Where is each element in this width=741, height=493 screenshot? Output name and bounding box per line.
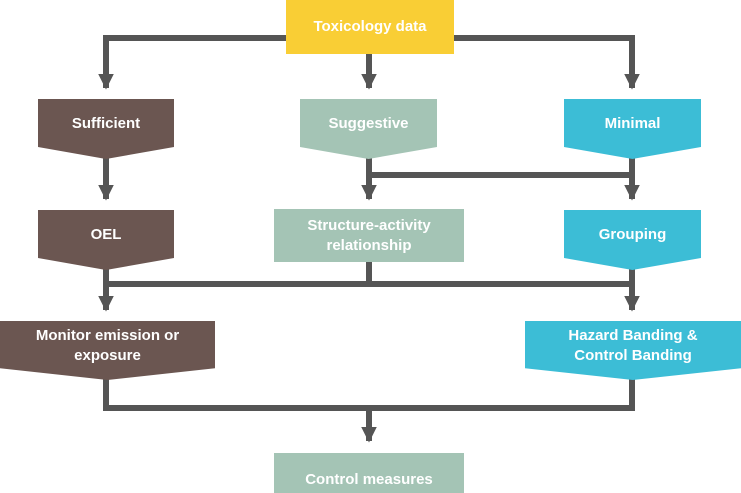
node-oel: OEL: [38, 210, 174, 270]
node-structure-activity-label: Structure-activity relationship: [307, 216, 431, 254]
node-minimal: Minimal: [564, 99, 701, 159]
connector-root-minimal: [454, 35, 640, 90]
node-grouping: Grouping: [564, 210, 701, 270]
node-control-measures-label: Control measures: [305, 471, 433, 488]
node-monitor-emission-or-exposure: Monitor emission or exposure: [0, 321, 215, 380]
node-grouping-label: Grouping: [598, 226, 667, 243]
node-hazard-label: Hazard Banding & Control Banding: [568, 326, 698, 364]
root-node-label: Toxicology data: [313, 18, 427, 35]
root-node-toxicology-data: Toxicology data: [286, 0, 454, 54]
node-suggestive: Suggestive: [300, 99, 437, 159]
connector-root-sufficient: [98, 35, 286, 90]
node-sufficient-label: Sufficient: [71, 115, 141, 132]
node-hazard-banding-control-banding: Hazard Banding & Control Banding: [525, 321, 741, 380]
node-suggestive-label: Suggestive: [328, 115, 409, 132]
node-sufficient: Sufficient: [38, 99, 174, 159]
node-oel-label: OEL: [90, 226, 122, 243]
node-monitor-label: Monitor emission or exposure: [35, 326, 180, 364]
connector-monitor-result: [103, 378, 635, 411]
node-structure-activity-relationship: Structure-activity relationship: [274, 209, 464, 262]
node-control-measures: Control measures: [274, 453, 464, 493]
node-minimal-label: Minimal: [604, 115, 661, 132]
